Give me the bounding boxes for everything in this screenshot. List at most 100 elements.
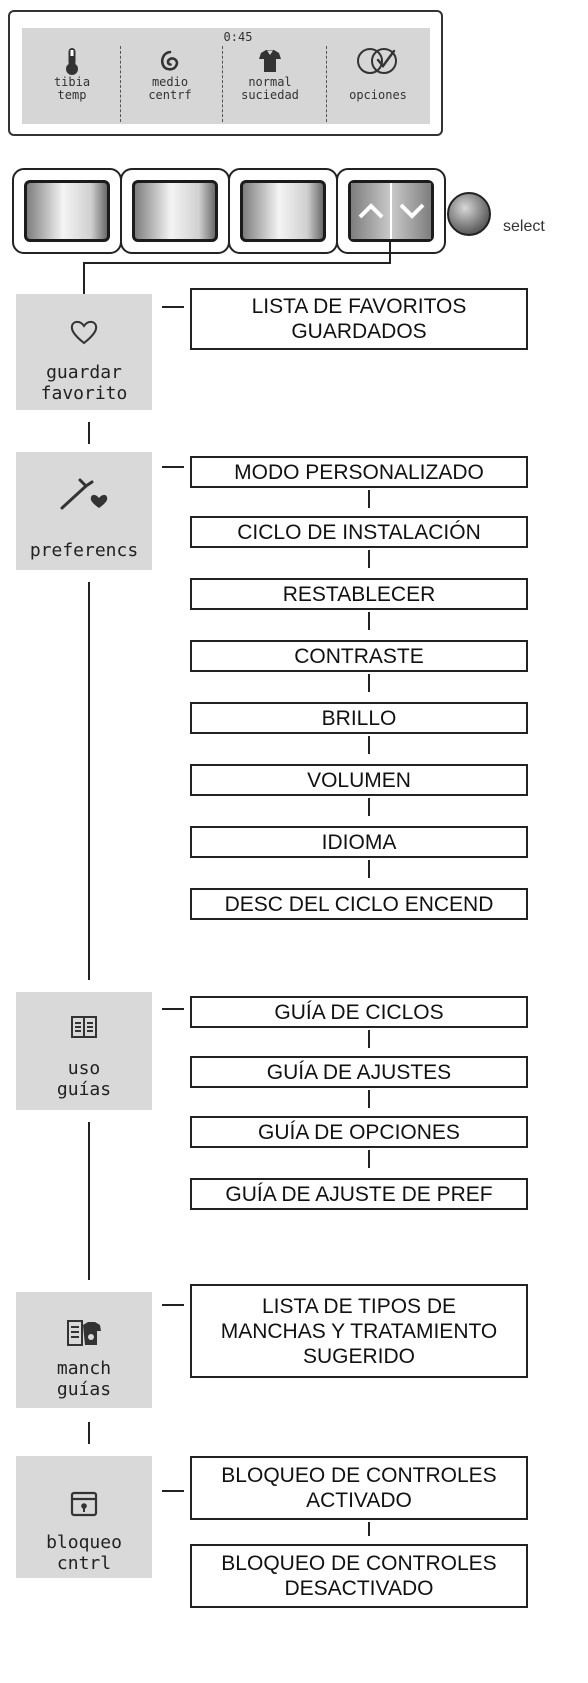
- panel-divider: [222, 46, 223, 122]
- option-text: LISTA DE TIPOS DE: [261, 1294, 457, 1318]
- menu-favorites-label-1: guardar: [46, 362, 122, 383]
- stain-guide-icon: [16, 1318, 152, 1348]
- connector-line: [368, 798, 370, 816]
- option-text: IDIOMA: [321, 830, 397, 854]
- spin-line1: medio: [151, 75, 189, 89]
- soil-setting[interactable]: normal suciedad: [222, 46, 318, 102]
- spin-icon: [122, 46, 218, 76]
- connector-line: [88, 422, 90, 444]
- control-button-3[interactable]: [228, 168, 338, 254]
- option-settings-guide[interactable]: GUÍA DE AJUSTES: [190, 1056, 528, 1088]
- menu-guides[interactable]: uso guías: [16, 992, 152, 1110]
- option-reset[interactable]: RESTABLECER: [190, 578, 528, 610]
- lock-icon: [16, 1490, 152, 1518]
- option-text: GUÍA DE OPCIONES: [258, 1120, 460, 1144]
- option-text: LISTA DE FAVORITOS: [251, 295, 467, 318]
- option-stain-list[interactable]: LISTA DE TIPOS DE MANCHAS Y TRATAMIENTO …: [190, 1284, 528, 1378]
- menu-favorites-label-2: favorito: [40, 383, 128, 404]
- shirt-icon: [222, 46, 318, 76]
- option-text: CONTRASTE: [294, 644, 424, 668]
- option-text: RESTABLECER: [282, 582, 436, 606]
- option-contrast[interactable]: CONTRASTE: [190, 640, 528, 672]
- connector-line: [368, 1522, 370, 1536]
- menu-lock-label-2: cntrl: [56, 1553, 112, 1574]
- up-arrow-button[interactable]: [351, 183, 392, 239]
- menu-preferences[interactable]: preferencs: [16, 452, 152, 570]
- option-cycle-guide[interactable]: GUÍA DE CICLOS: [190, 996, 528, 1028]
- option-text: ACTIVADO: [306, 1489, 412, 1512]
- option-volume[interactable]: VOLUMEN: [190, 764, 528, 796]
- connector-line: [368, 674, 370, 692]
- connector-line: [368, 490, 370, 508]
- soil-line1: normal: [248, 75, 292, 89]
- chevron-up-icon: [358, 203, 383, 219]
- menu-stains-label-2: guías: [56, 1379, 112, 1400]
- connector-line: [162, 1304, 184, 1306]
- option-text: VOLUMEN: [307, 768, 411, 792]
- chevron-down-icon: [399, 203, 424, 219]
- select-label: select: [503, 218, 545, 235]
- connector-line: [162, 306, 184, 308]
- display-screen: [22, 28, 430, 124]
- heart-icon: [16, 318, 152, 346]
- option-cycle-on-desc[interactable]: DESC DEL CICLO ENCEND: [190, 888, 528, 920]
- connector-line: [83, 262, 85, 294]
- options-setting[interactable]: opciones: [330, 46, 426, 102]
- option-text: BLOQUEO DE CONTROLES: [221, 1552, 497, 1575]
- connector-line: [83, 262, 391, 264]
- option-text: BLOQUEO DE CONTROLES: [221, 1464, 497, 1487]
- thermometer-icon: [24, 46, 120, 76]
- panel-divider: [120, 46, 121, 122]
- option-text: GUARDADOS: [291, 320, 427, 343]
- menu-lock[interactable]: bloqueo cntrl: [16, 1456, 152, 1578]
- control-button-2[interactable]: [120, 168, 230, 254]
- connector-line: [368, 1030, 370, 1048]
- options-check-icon: [330, 46, 426, 76]
- menu-stains-label-1: manch: [56, 1358, 112, 1379]
- tools-heart-icon: [16, 474, 152, 514]
- arrow-buttons[interactable]: [336, 168, 446, 254]
- menu-favorites[interactable]: guardar favorito: [16, 294, 152, 410]
- connector-line: [162, 466, 184, 468]
- option-setup-cycle[interactable]: CICLO DE INSTALACIÓN: [190, 516, 528, 548]
- book-icon: [16, 1014, 152, 1040]
- menu-stains[interactable]: manch guías: [16, 1292, 152, 1408]
- connector-line: [368, 1090, 370, 1108]
- connector-line: [368, 550, 370, 568]
- connector-line: [162, 1490, 184, 1492]
- temp-line2: temp: [57, 88, 87, 102]
- option-language[interactable]: IDIOMA: [190, 826, 528, 858]
- options-line2: opciones: [349, 88, 407, 102]
- option-brightness[interactable]: BRILLO: [190, 702, 528, 734]
- option-options-guide[interactable]: GUÍA DE OPCIONES: [190, 1116, 528, 1148]
- option-text: SUGERIDO: [302, 1344, 415, 1368]
- connector-line: [88, 582, 90, 980]
- option-pref-guide[interactable]: GUÍA DE AJUSTE DE PREF: [190, 1178, 528, 1210]
- select-knob[interactable]: [447, 192, 491, 236]
- down-arrow-button[interactable]: [392, 183, 431, 239]
- option-text: GUÍA DE AJUSTES: [266, 1060, 452, 1084]
- option-text: DESC DEL CICLO ENCEND: [224, 892, 494, 916]
- option-custom-mode[interactable]: MODO PERSONALIZADO: [190, 456, 528, 488]
- option-text: MANCHAS Y TRATAMIENTO: [220, 1319, 498, 1343]
- option-text: MODO PERSONALIZADO: [234, 460, 484, 484]
- connector-line: [368, 1150, 370, 1168]
- option-text: CICLO DE INSTALACIÓN: [237, 520, 481, 544]
- spin-line2: centrf: [148, 88, 192, 102]
- connector-line: [88, 1122, 90, 1280]
- spin-setting[interactable]: medio centrf: [122, 46, 218, 102]
- option-text: GUÍA DE CICLOS: [274, 1000, 444, 1024]
- soil-line2: suciedad: [241, 88, 299, 102]
- option-text: GUÍA DE AJUSTE DE PREF: [225, 1182, 493, 1206]
- connector-line: [368, 860, 370, 878]
- temp-setting[interactable]: tibia temp: [24, 46, 120, 102]
- connector-line: [389, 242, 391, 264]
- menu-guides-label-1: uso: [67, 1058, 101, 1079]
- menu-guides-label-2: guías: [56, 1079, 112, 1100]
- option-text: DESACTIVADO: [284, 1577, 434, 1600]
- menu-lock-label-1: bloqueo: [46, 1532, 122, 1553]
- control-button-1[interactable]: [12, 168, 122, 254]
